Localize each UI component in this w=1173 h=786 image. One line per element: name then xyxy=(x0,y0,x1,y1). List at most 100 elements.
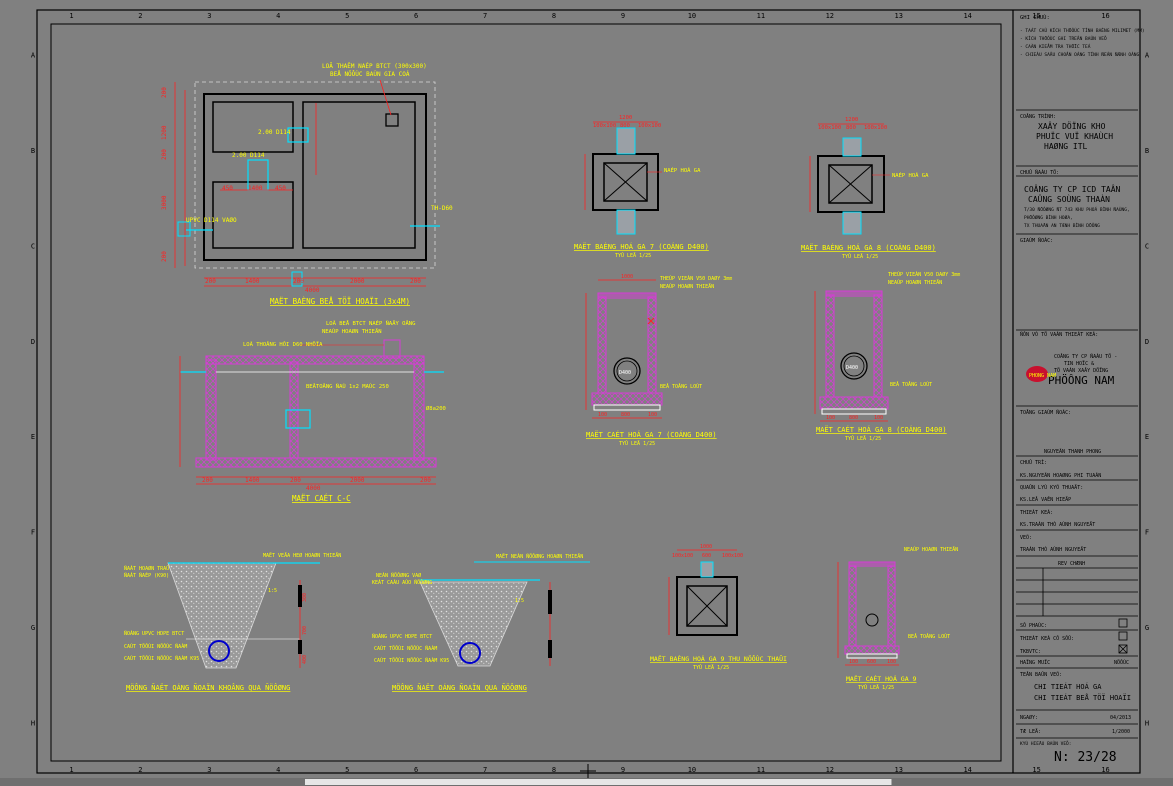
trench-street-note-4: CAÙT TÖÔÙI NÖÔÙC ÑAÀM xyxy=(374,645,437,652)
project-heading: COÂNG TRÌNH: xyxy=(1020,113,1056,120)
sheet-name-line-2: CHI TIEÁT BEÅ TÖÏ HOAÏI xyxy=(1034,693,1131,702)
pit8-plan-callout: NAÉP HOÁ GA xyxy=(892,171,929,179)
pit7-plan-scale: TYÛ LEÄ 1/25 xyxy=(615,252,651,259)
tank-plan-dim-l1: 200 xyxy=(161,87,168,98)
pit7-section-note-2: NEAÙP HOAØN THIEÄN xyxy=(660,283,714,290)
pit8-plan-dim-split-1: 100x100 xyxy=(818,125,841,131)
trench-street-note-3: ÑOÁNG UPVC HDPE BTCT xyxy=(372,633,432,640)
grid-row-label: B xyxy=(31,147,35,155)
pit8-section-note-1: THEÙP VIEÀN V50 DAØY 3mm xyxy=(888,271,960,278)
trench-road-slope: 1:5 xyxy=(268,588,277,594)
pit9-section-note-1: NEAÙP HOAØN THIEÄN xyxy=(904,546,958,553)
pit7-section-dim-2: 800 xyxy=(621,412,630,418)
pit8-section-dim-3: 100 xyxy=(874,415,883,421)
pit9-plan-title: MAËT BAÈNG HOÁ GA 9 THU NÖÔÙC THAÛI xyxy=(650,654,787,663)
pit7-section-view[interactable] xyxy=(585,279,663,419)
note-line-4: - CHIEÀU SAÂU CHOÂN OÁNG TÍNH ÑEÁN ÑÆNH … xyxy=(1020,50,1139,58)
grid-col-label: 4 xyxy=(276,766,280,774)
trench-street-note-2: KEÁT CAÁU AÙO ÑÖÔØNG xyxy=(372,579,432,586)
date-value: 04/2013 xyxy=(1110,715,1131,721)
tank-plan-dim-l3: 200 xyxy=(161,149,168,160)
pit7-plan-dim-split-1: 100x100 xyxy=(593,123,616,129)
grid-col-label: 8 xyxy=(552,12,556,20)
grid-col-label: 10 xyxy=(688,766,696,774)
tank-plan-dim-b4: 2000 xyxy=(350,278,365,285)
grid-col-label: 1 xyxy=(69,766,73,774)
pit9-section-dim-3: 100 xyxy=(887,659,896,665)
trench-road-section[interactable] xyxy=(167,562,320,669)
tank-section-view[interactable] xyxy=(179,339,444,485)
scale-value: 1/2000 xyxy=(1112,729,1130,735)
scrollbar-thumb[interactable] xyxy=(304,779,892,785)
trench-road-note-5: CAÙT TÖÔÙI NÖÔÙC ÑAÀM K95 xyxy=(124,655,199,662)
pit8-section-view[interactable] xyxy=(814,290,889,422)
pit9-section-dim-1: 100 xyxy=(849,659,858,665)
grid-row-label: G xyxy=(1145,624,1149,632)
pit7-plan-callout: NAÉP HOÁ GA xyxy=(664,166,701,174)
pit7-section-pipe-label: D400 xyxy=(619,370,631,376)
pit9-plan-dim-top: 1000 xyxy=(700,544,712,550)
pit9-plan-dim-split-3: 100x100 xyxy=(722,553,743,559)
title-block[interactable] xyxy=(1016,109,1138,739)
trench-road-title: MÖÔNG ÑAËT OÁNG ÑOAÏN KHOÂNG QUA ÑÖÔØNG xyxy=(126,683,290,692)
grid-col-label: 9 xyxy=(621,766,625,774)
tank-plan-inlet-label: UPVC D114 VAØO xyxy=(186,217,237,224)
grid-row-label: F xyxy=(31,529,35,537)
grid-col-label: 3 xyxy=(207,12,211,20)
grid-col-label: 6 xyxy=(414,12,418,20)
trench-road-top-note: MAËT VEÄA HEØ HOAØN THIEÄN xyxy=(263,552,341,559)
ve-name: TRAÀN THÒ AÙNH NGUYEÄT xyxy=(1020,546,1086,553)
investor-heading: CHUÛ ÑAÀU TÖ: xyxy=(1020,169,1059,176)
investor-line-3: T/30 ÑÖÔØNG ÑT 743 KHU PHOÁ BÌNH ÑAÙNG, xyxy=(1024,206,1130,213)
grid-col-label: 6 xyxy=(414,766,418,774)
pit9-plan-scale: TYÛ LEÄ 1/25 xyxy=(693,664,729,671)
director-name: NGUYEÃN THANH PHONG xyxy=(1044,448,1101,455)
investor-line-5: TX THUAÄN AN TÆNH BÌNH DÖÔNG xyxy=(1024,222,1100,229)
sheet-name-line-1: CHI TIEÁT HOÁ GA xyxy=(1034,682,1102,691)
grid-col-label: 5 xyxy=(345,766,349,774)
pit7-section-scale: TYÛ LEÄ 1/25 xyxy=(619,440,655,447)
investor-line-4: PHÖÔØNG BÌNH HOØA, xyxy=(1024,214,1073,221)
tank-plan-dim-b3: 200 xyxy=(293,278,304,285)
grid-row-label: A xyxy=(31,52,36,60)
grid-col-label: 2 xyxy=(138,12,142,20)
sheet-name-heading: TEÂN BAÛN VEÕ: xyxy=(1020,671,1062,678)
tank-plan-dim-l4: 3000 xyxy=(161,195,168,210)
pit8-plan-scale: TYÛ LEÄ 1/25 xyxy=(842,253,878,260)
trench-street-note-5: CAÙT TÖÔÙI NÖÔÙC ÑAÀM K95 xyxy=(374,657,449,664)
pit8-plan-view[interactable] xyxy=(809,123,890,235)
tank-plan-dim-i1: 450 xyxy=(222,185,233,192)
consultant-line-3: TÖ VAÁN XAÂY DÖÏNG xyxy=(1054,367,1108,374)
pit9-section-view[interactable] xyxy=(837,561,900,666)
trench-street-section[interactable] xyxy=(419,561,590,667)
pit9-section-scale: TYÛ LEÄ 1/25 xyxy=(858,684,894,691)
tank-plan-pipe-label-2: 2.00 D114 xyxy=(232,152,265,159)
pit9-section-note-2: BEÂ TOÂNG LOÙT xyxy=(908,633,950,640)
pit7-plan-view[interactable] xyxy=(584,121,662,235)
tank-section-dim-4: 2000 xyxy=(350,477,365,484)
tank-plan-dim-b1: 200 xyxy=(205,278,216,285)
tank-section-title: MAËT CAÉT C-C xyxy=(292,494,351,503)
pit9-plan-dim-split-2: 600 xyxy=(702,553,711,559)
grid-row-label: B xyxy=(1145,147,1149,155)
tank-plan-dim-i2: 1400 xyxy=(248,185,263,192)
scale-label: TÆ LEÄ: xyxy=(1020,728,1041,735)
tank-plan-callout-2: BEÅ NÖÔÙC BAÙN GIA COÁ xyxy=(330,71,410,78)
grid-row-label: A xyxy=(1145,52,1150,60)
trench-street-slope: 1:5 xyxy=(515,598,524,604)
pit7-plan-title: MAËT BAÈNG HOÁ GA 7 (COÁNG D400) xyxy=(574,242,709,251)
tank-section-note-3: LOÃ THOÂNG HÔI D60 NHÖÏA xyxy=(243,341,323,348)
pit9-plan-view[interactable] xyxy=(668,549,738,636)
pit7-plan-dim-top: 1200 xyxy=(619,115,632,121)
hang-muc-label: HAÏNG MUÏC xyxy=(1020,659,1050,666)
trench-road-dim-1: 300 xyxy=(302,593,308,602)
tank-section-dim-total: 4000 xyxy=(306,485,321,492)
note-line-3: - CAÀN KIEÅM TRA THÖÏC TEÁ xyxy=(1020,43,1091,50)
tank-plan-view[interactable] xyxy=(174,79,440,287)
phase-label-2: THIEÁT KEÁ CÔ SÔÛ: xyxy=(1020,635,1074,642)
grid-col-label: 2 xyxy=(138,766,142,774)
tank-section-dim-1: 200 xyxy=(202,477,213,484)
tank-plan-dim-total: 4000 xyxy=(305,287,320,294)
grid-row-label: C xyxy=(31,242,35,250)
